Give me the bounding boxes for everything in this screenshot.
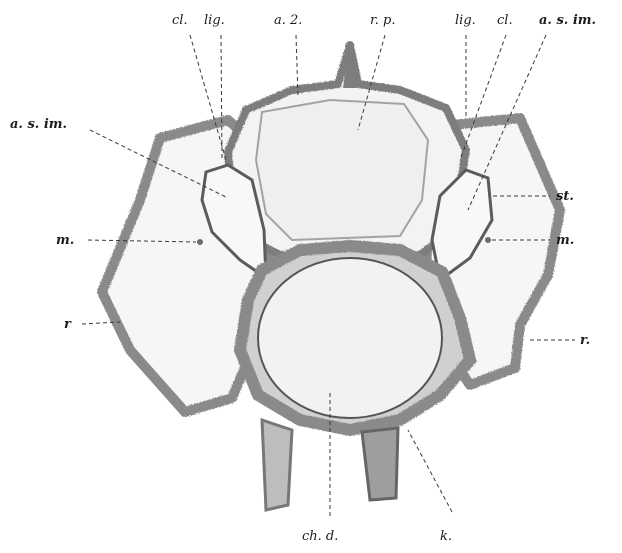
label-lig-left: lig. (204, 14, 225, 27)
left-haemal-process (262, 420, 292, 510)
label-cl-right: cl. (497, 14, 513, 27)
label-st: st. (556, 190, 574, 203)
label-cl-left: cl. (172, 14, 188, 27)
label-k: k. (440, 530, 452, 543)
label-m-right: m. (556, 234, 574, 247)
label-asim-left: a. s. im. (10, 118, 67, 131)
label-r-right: r. (580, 334, 590, 347)
neural-canal (256, 100, 428, 240)
right-m-mark (485, 237, 491, 243)
right-haemal-process (362, 428, 398, 500)
label-lig-right: lig. (455, 14, 476, 27)
label-a2: a. 2. (274, 14, 302, 27)
label-asim-right: a. s. im. (539, 14, 596, 27)
label-m-left: m. (56, 234, 74, 247)
chorda-dorsalis (258, 258, 442, 418)
leader-k (408, 430, 452, 512)
label-chd: ch. d. (302, 530, 338, 543)
label-r-left: r (64, 318, 71, 331)
label-rp: r. p. (370, 14, 396, 27)
left-m-mark (197, 239, 203, 245)
